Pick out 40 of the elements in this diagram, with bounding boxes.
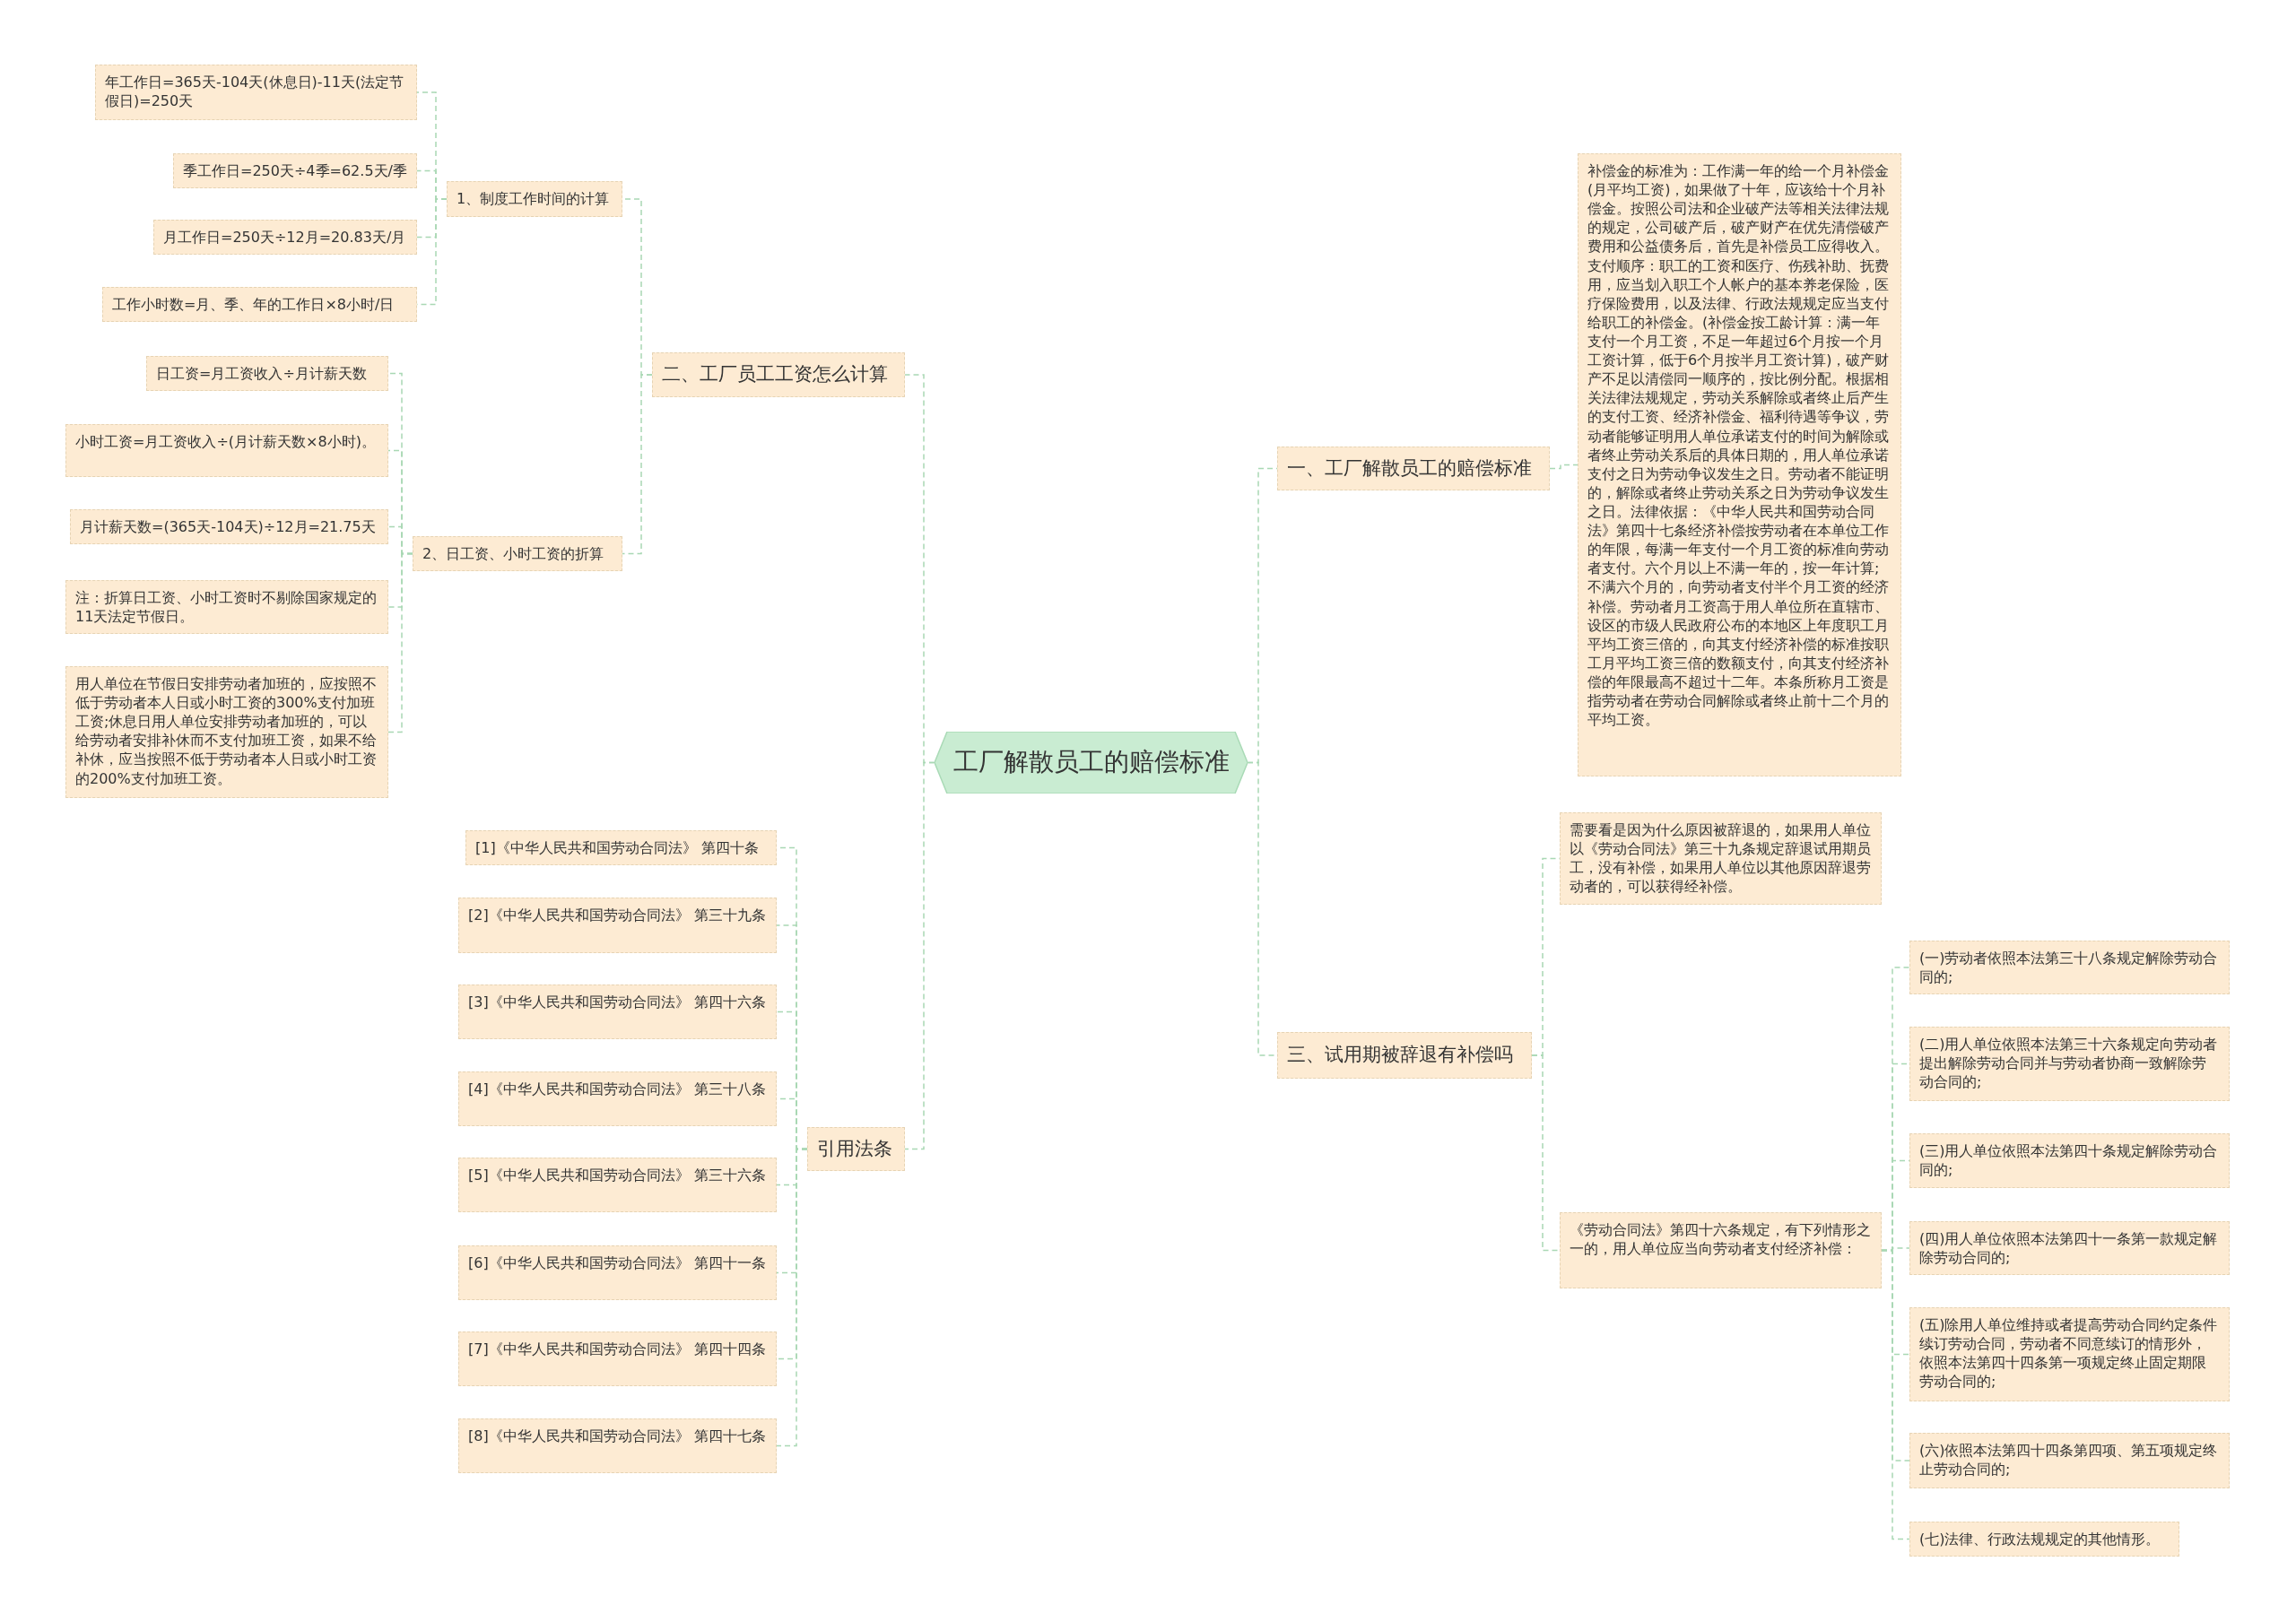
text-box: [3]《中华人民共和国劳动合同法》 第四十六条 bbox=[458, 984, 777, 1039]
text-box: 2、日工资、小时工资的折算 bbox=[413, 536, 622, 572]
connector-line bbox=[1531, 1054, 1561, 1252]
text-box: 注：折算日工资、小时工资时不剔除国家规定的11天法定节假日。 bbox=[65, 580, 388, 635]
text-box: 需要看是因为什么原因被辞退的，如果用人单位以《劳动合同法》第三十九条规定辞退试用期员工，没有补偿，如果用人单位以其他原因辞退劳动者的，可以获得经补偿。 bbox=[1560, 812, 1882, 905]
text-box: (五)除用人单位维持或者提高劳动合同约定条件续订劳动合同，劳动者不同意续订的情形外，依照本法第四十四条第一项规定终止固定期限劳动合同的; bbox=[1909, 1307, 2230, 1401]
topic-box: 三、试用期被辞退有补偿吗 bbox=[1277, 1032, 1532, 1079]
text-box: [8]《中华人民共和国劳动合同法》 第四十七条 bbox=[458, 1418, 777, 1473]
text-box: (二)用人单位依照本法第三十六条规定向劳动者提出解除劳动合同并与劳动者协商一致解除劳动合同的; bbox=[1909, 1027, 2230, 1101]
text-box: [5]《中华人民共和国劳动合同法》 第三十六条 bbox=[458, 1158, 777, 1212]
text-box: [4]《中华人民共和国劳动合同法》 第三十八条 bbox=[458, 1071, 777, 1126]
topic-box: 二、工厂员工工资怎么计算 bbox=[652, 352, 905, 397]
text-box: [6]《中华人民共和国劳动合同法》 第四十一条 bbox=[458, 1245, 777, 1300]
text-box: (七)法律、行政法规规定的其他情形。 bbox=[1909, 1522, 2179, 1557]
text-box: 《劳动合同法》第四十六条规定，有下列情形之一的，用人单位应当向劳动者支付经济补偿： bbox=[1560, 1212, 1882, 1288]
text-box: 月计薪天数=(365天-104天)÷12月=21.75天 bbox=[70, 509, 388, 545]
topic-box: 引用法条 bbox=[807, 1127, 905, 1171]
text-box: [7]《中华人民共和国劳动合同法》 第四十四条 bbox=[458, 1331, 777, 1386]
text-box: 月工作日=250天÷12月=20.83天/月 bbox=[153, 220, 417, 256]
connector-line bbox=[1881, 1249, 1910, 1540]
text-box: (六)依照本法第四十四条第四项、第五项规定终止劳动合同的; bbox=[1909, 1433, 2230, 1488]
text-box: 季工作日=250天÷4季=62.5天/季 bbox=[173, 153, 417, 189]
topic-box: 一、工厂解散员工的赔偿标准 bbox=[1277, 447, 1550, 490]
connector-line bbox=[1549, 464, 1578, 470]
text-box: (四)用人单位依照本法第四十一条第一款规定解除劳动合同的; bbox=[1909, 1221, 2230, 1276]
central-topic-box: 工厂解散员工的赔偿标准 bbox=[935, 732, 1248, 794]
text-box: 用人单位在节假日安排劳动者加班的，应按照不低于劳动者本人日或小时工资的300%支付加班工资;休息日用人单位安排劳动者加班的，可以给劳动者安排补休而不支付加班工资，如果不给补休，应当按照不低于劳动者本人日或小时工资的200%支付加班工资。 bbox=[65, 666, 388, 798]
text-box: 年工作日=365天-104天(休息日)-11天(法定节假日)=250天 bbox=[95, 65, 417, 120]
text-box: [1]《中华人民共和国劳动合同法》 第四十条 bbox=[465, 830, 777, 866]
connector-line bbox=[387, 552, 413, 733]
connector-line bbox=[904, 761, 935, 1150]
text-box: (一)劳动者依照本法第三十八条规定解除劳动合同的; bbox=[1909, 941, 2230, 995]
text-box: (三)用人单位依照本法第四十条规定解除劳动合同的; bbox=[1909, 1133, 2230, 1188]
text-box: 1、制度工作时间的计算 bbox=[447, 181, 622, 217]
text-box: 小时工资=月工资收入÷(月计薪天数×8小时)。 bbox=[65, 424, 388, 477]
text-box: 补偿金的标准为：工作满一年的给一个月补偿金(月平均工资)，如果做了十年，应该给十个月补偿金。按照公司法和企业破产法等相关法律法规的规定，公司破产后，破产财产在优先清偿破产费用和公益债务后，首先是补偿员工应得收入。支付顺序：职工的工资和医疗、伤残补助、抚费用，应当划入职工个人帐户的基本养老保险，医疗保险费用，以及法律、行政法规规定应当支付给职工的补偿金。(补偿金按工龄计算：满一年支付一个月工资，不足一年超过6个月按一个月工资计算，低于6个月按半月工资计算)，破产财产不足以清偿同一顺序的，按比例分配。根据相关法律法规规定，劳动关系解除或者终止后产生的支付工资、经济补偿金、福利待遇等争议，劳动者能够证明用人单位承诺支付的时间为解除或者终止劳动关系后的具体日期的，用人单位承诺支付之日为劳动争议发生之日。劳动者不能证明的，解除或者终止劳动关系之日为劳动争议发生之日。法律依据：《中华人民共和国劳动合同法》第四十七条经济补偿按劳动者在本单位工作的年限，每满一年支付一个月工资的标准向劳动者支付。六个月以上不满一年的，按一年计算;不满六个月的，向劳动者支付半个月工资的经济补偿。劳动者月工资高于用人单位所在直辖市、设区的市级人民政府公布的本地区上年度职工月平均工资三倍的，向其支付经济补偿的标准按职工月平均工资三倍的数额支付，向其支付经济补偿的年限最高不超过十二年。本条所称月工资是指劳动者在劳动合同解除或者终止前十二个月的平均工资。 bbox=[1578, 153, 1901, 776]
text-box: [2]《中华人民共和国劳动合同法》 第三十九条 bbox=[458, 898, 777, 953]
text-box: 日工资=月工资收入÷月计薪天数 bbox=[146, 356, 388, 392]
text-box: 工作小时数=月、季、年的工作日×8小时/日 bbox=[102, 287, 417, 323]
connector-line bbox=[622, 374, 653, 555]
